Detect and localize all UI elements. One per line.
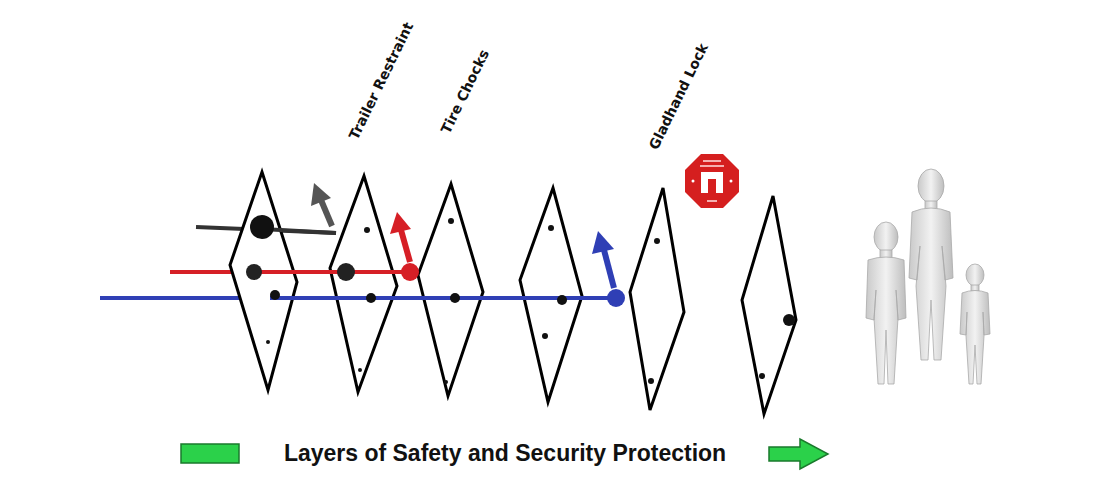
deflection-arrows xyxy=(311,183,614,288)
slice-holes xyxy=(266,218,795,384)
layer-label: Trailer Restraint xyxy=(346,20,417,142)
people-figures xyxy=(866,169,990,384)
gladhand-lock-icon xyxy=(685,154,739,208)
hazard-lines-front xyxy=(246,215,625,307)
protection-slices xyxy=(230,172,796,414)
caption-banner: Layers of Safety and Security Protection xyxy=(284,439,726,467)
banner-arrows xyxy=(181,439,828,469)
layer-label: Tire Chocks xyxy=(438,47,492,136)
layer-label: Gladhand Lock xyxy=(646,41,711,152)
